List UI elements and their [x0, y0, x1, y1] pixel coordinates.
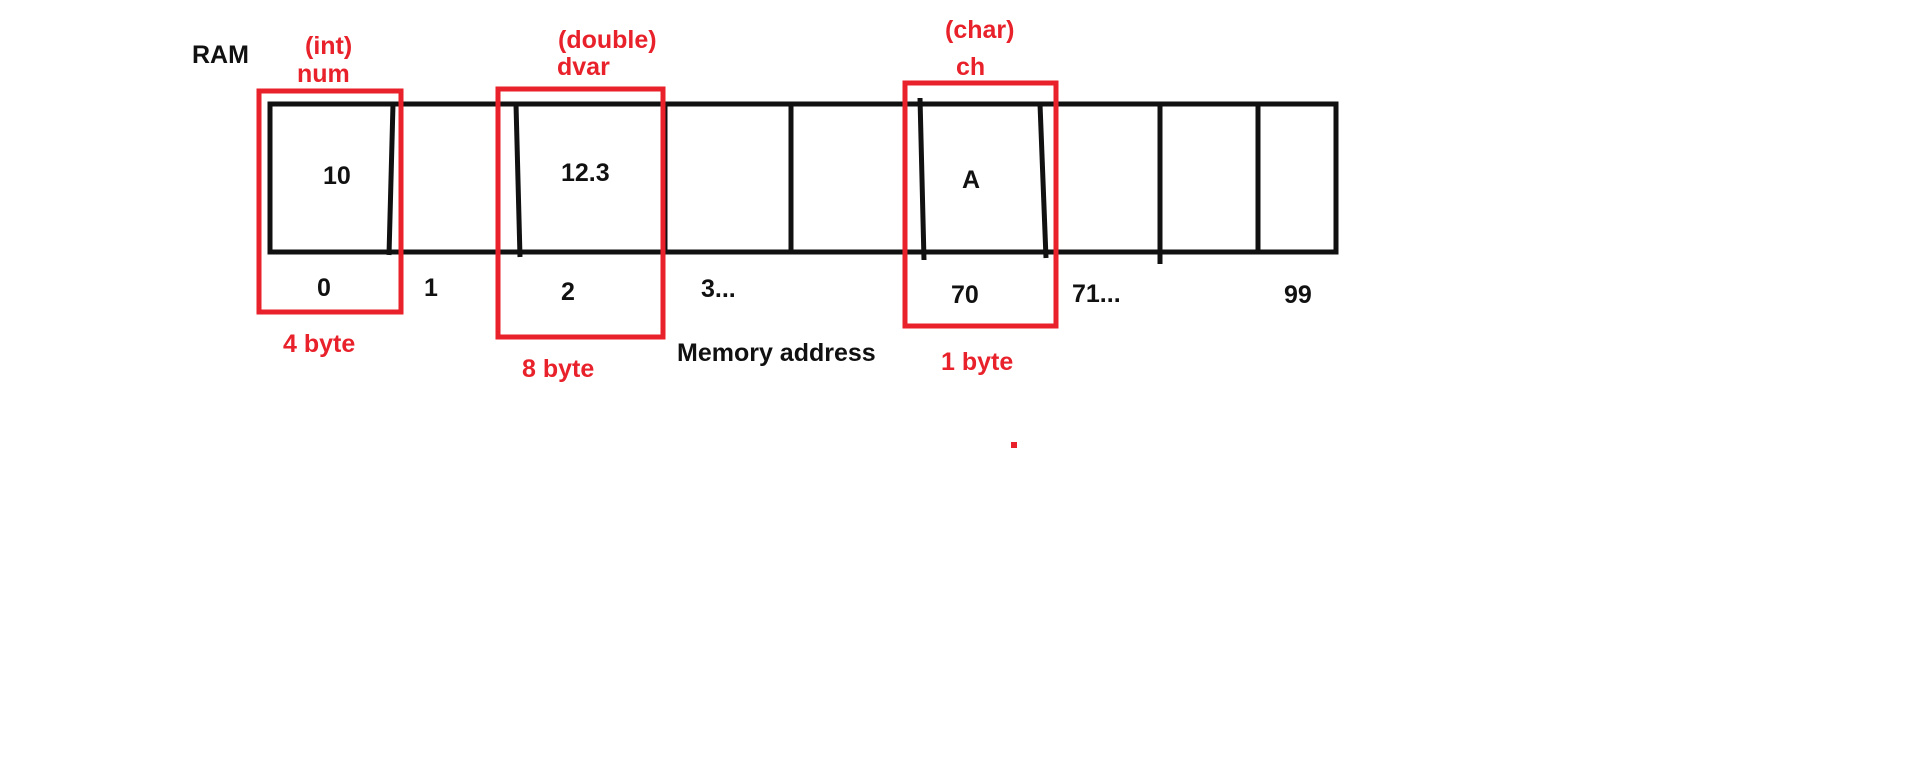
memory-address-label: Memory address — [677, 339, 876, 367]
address-label: 3... — [701, 275, 736, 303]
ram-label: RAM — [192, 41, 249, 69]
cell-divider — [917, 97, 927, 261]
dvar-highlight-box — [495, 86, 666, 340]
cell-divider — [1037, 103, 1049, 259]
cell-divider — [513, 103, 523, 258]
cell-divider — [386, 103, 396, 256]
var-name-ch: ch — [956, 53, 985, 81]
var-type-dvar: (double) — [558, 26, 657, 54]
var-name-dvar: dvar — [557, 53, 610, 81]
var-type-num: (int) — [305, 32, 352, 60]
cell-value-ch: A — [962, 166, 980, 194]
address-label: 1 — [424, 274, 438, 302]
var-name-num: num — [297, 60, 350, 88]
ch-highlight-box — [902, 80, 1059, 329]
memory-strip — [267, 101, 1339, 255]
cell-value-dvar: 12.3 — [561, 159, 610, 187]
red-dot-mark — [1011, 442, 1017, 448]
var-size-ch: 1 byte — [941, 348, 1013, 376]
address-label: 2 — [561, 278, 575, 306]
var-size-num: 4 byte — [283, 330, 355, 358]
num-highlight-box — [256, 88, 404, 315]
var-type-ch: (char) — [945, 16, 1014, 44]
address-label: 99 — [1284, 281, 1312, 309]
var-size-dvar: 8 byte — [522, 355, 594, 383]
address-label: 0 — [317, 274, 331, 302]
address-label: 71... — [1072, 280, 1121, 308]
address-label: 70 — [951, 281, 979, 309]
cell-value-num: 10 — [323, 162, 351, 190]
